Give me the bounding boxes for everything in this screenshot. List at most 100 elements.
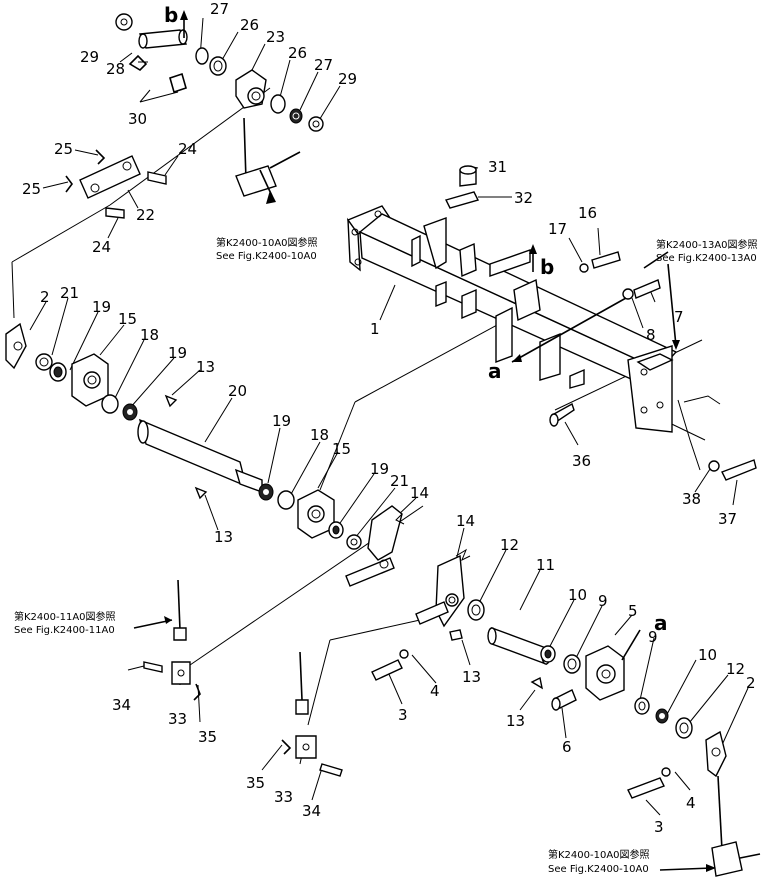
bolt-34a xyxy=(143,661,163,673)
label-36: 36 xyxy=(572,452,591,470)
label-28: 28 xyxy=(106,60,125,78)
bushing-9b xyxy=(634,697,650,715)
label-31: 31 xyxy=(488,158,507,176)
arrows xyxy=(133,10,716,872)
ref3-en: See Fig.K2400-11A0 xyxy=(14,625,115,636)
label-27: 27 xyxy=(314,56,333,74)
label-2: 2 xyxy=(746,674,756,692)
label-25: 25 xyxy=(54,140,73,158)
label-38: 38 xyxy=(682,490,701,508)
letter-b-mid: b xyxy=(540,255,554,279)
label-10: 10 xyxy=(568,586,587,604)
washer-21 xyxy=(35,353,53,371)
lever-14-group xyxy=(345,505,471,628)
label-34: 34 xyxy=(302,802,321,820)
label-3: 3 xyxy=(398,706,408,724)
label-29: 29 xyxy=(80,48,99,66)
letter-a-left: a xyxy=(488,359,502,383)
bushing-26-top xyxy=(209,56,227,76)
label-35: 35 xyxy=(198,728,217,746)
label-9: 9 xyxy=(598,592,608,610)
pin-35b xyxy=(281,739,292,755)
bushing-12b xyxy=(675,717,693,739)
bushing-18a xyxy=(101,394,119,414)
shaft-20 xyxy=(138,418,248,488)
pin-35a xyxy=(193,683,201,701)
bushing-18b xyxy=(277,490,295,510)
bolt-7 xyxy=(633,279,661,299)
control-rods xyxy=(143,579,343,777)
key-13c xyxy=(449,629,463,641)
plate-32 xyxy=(444,191,480,209)
label-4: 4 xyxy=(686,794,696,812)
washer-8 xyxy=(622,288,634,300)
label-14: 14 xyxy=(410,484,429,502)
label-27: 27 xyxy=(210,0,229,18)
label-26: 26 xyxy=(240,16,259,34)
washer-4b xyxy=(661,767,671,777)
pin-25a xyxy=(95,149,106,165)
washer-29-top xyxy=(115,13,133,31)
key-13d xyxy=(530,676,543,690)
label-24: 24 xyxy=(92,238,111,256)
label-24: 24 xyxy=(178,140,197,158)
rod-right xyxy=(299,651,303,701)
right-shaft-assembly xyxy=(449,599,761,877)
cable xyxy=(677,399,701,471)
label-23: 23 xyxy=(266,28,285,46)
top-linkage-group xyxy=(65,13,324,219)
label-25: 25 xyxy=(22,180,41,198)
label-15: 15 xyxy=(332,440,351,458)
clip-30a xyxy=(128,54,148,72)
label-17: 17 xyxy=(548,220,567,238)
label-1: 1 xyxy=(370,320,380,338)
key-13a xyxy=(164,394,178,408)
rod-left xyxy=(177,579,181,631)
label-13: 13 xyxy=(506,712,525,730)
pin-25b xyxy=(65,175,73,193)
label-21: 21 xyxy=(60,284,79,302)
label-33: 33 xyxy=(168,710,187,728)
bolt-3b xyxy=(627,777,665,799)
label-2: 2 xyxy=(40,288,50,306)
part-number-labels: 29 28 30 27 26 23 26 27 29 25 25 24 22 2… xyxy=(22,0,756,836)
label-20: 20 xyxy=(228,382,247,400)
label-15: 15 xyxy=(118,310,137,328)
bushing-26 xyxy=(270,94,286,114)
frame-small-parts xyxy=(444,165,757,481)
label-18: 18 xyxy=(140,326,159,344)
label-19: 19 xyxy=(168,344,187,362)
bearing-27-top xyxy=(195,47,209,65)
label-4: 4 xyxy=(430,682,440,700)
ref3-jp: 第K2400-11A0図参照 xyxy=(14,610,116,623)
rod-link xyxy=(243,117,247,181)
ref1-jp: 第K2400-10A0図参照 xyxy=(216,236,318,249)
clevis-33b xyxy=(295,735,317,759)
bearing-27 xyxy=(289,108,303,124)
washer-29 xyxy=(308,116,324,132)
washer-4a xyxy=(399,649,409,659)
label-26: 26 xyxy=(288,44,307,62)
label-19: 19 xyxy=(272,412,291,430)
label-13: 13 xyxy=(196,358,215,376)
label-9: 9 xyxy=(648,628,658,646)
ref4-jp: 第K2400-10A0図参照 xyxy=(548,848,650,861)
letter-b-top: b xyxy=(164,3,178,27)
left-shaft-assembly xyxy=(5,322,362,550)
label-32: 32 xyxy=(514,189,533,207)
link-22 xyxy=(79,155,141,199)
label-8: 8 xyxy=(646,326,656,344)
label-10: 10 xyxy=(698,646,717,664)
label-35: 35 xyxy=(246,774,265,792)
label-11: 11 xyxy=(536,556,555,574)
letter-a-right: a xyxy=(654,611,668,635)
shaft-11 xyxy=(491,626,547,666)
bolt-37 xyxy=(721,459,757,481)
bolt-16 xyxy=(591,251,621,269)
label-7: 7 xyxy=(674,308,684,326)
clevis-33a xyxy=(171,661,191,685)
bolt-24b xyxy=(105,207,125,219)
label-12: 12 xyxy=(726,660,745,678)
label-33: 33 xyxy=(274,788,293,806)
label-30: 30 xyxy=(128,110,147,128)
